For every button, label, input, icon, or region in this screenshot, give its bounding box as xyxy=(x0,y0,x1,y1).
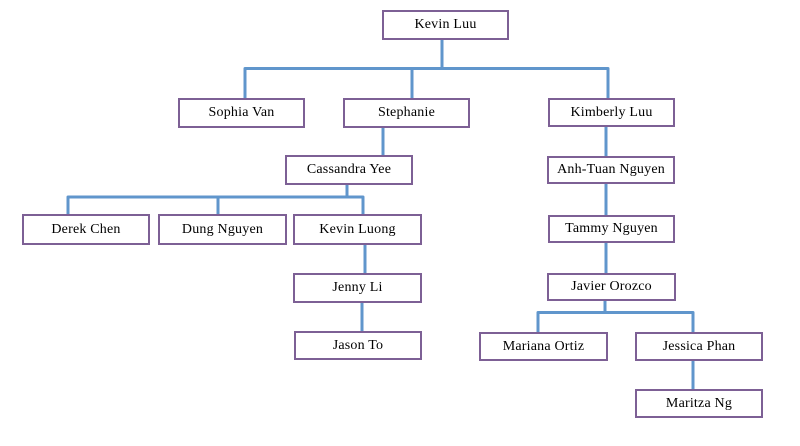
node-label: Javier Orozco xyxy=(571,279,652,294)
node-label: Kevin Luong xyxy=(319,221,396,237)
node-maritza-ng: Maritza Ng xyxy=(635,389,763,418)
node-sophia-van: Sophia Van xyxy=(178,98,305,128)
node-label: Jenny Li xyxy=(332,280,383,295)
node-label: Maritza Ng xyxy=(665,395,733,411)
node-label: Tammy Nguyen xyxy=(565,221,658,236)
node-kevin-luu: Kevin Luu xyxy=(382,10,509,40)
connector-line xyxy=(243,67,610,98)
node-label: Kimberly Luu xyxy=(570,104,653,120)
node-label: Anh-Tuan Nguyen xyxy=(557,162,665,177)
node-label: Cassandra Yee xyxy=(306,162,392,177)
connector-line xyxy=(66,195,365,214)
node-jenny-li: Jenny Li xyxy=(293,273,422,303)
node-derek-chen: Derek Chen xyxy=(22,214,150,245)
node-label: Jessica Phan xyxy=(662,338,736,354)
node-label: Mariana Ortiz xyxy=(502,338,585,354)
node-mariana-ortiz: Mariana Ortiz xyxy=(479,332,608,361)
node-cassandra-yee: Cassandra Yee xyxy=(285,155,413,185)
node-kimberly-luu: Kimberly Luu xyxy=(548,98,675,127)
node-label: Derek Chen xyxy=(51,221,121,237)
node-anh-tuan-nguyen: Anh-Tuan Nguyen xyxy=(547,156,675,184)
node-label: Jason To xyxy=(332,337,384,353)
node-jessica-phan: Jessica Phan xyxy=(635,332,763,361)
connector-line xyxy=(536,311,695,332)
node-dung-nguyen: Dung Nguyen xyxy=(158,214,287,245)
node-javier-orozco: Javier Orozco xyxy=(547,273,676,301)
node-kevin-luong: Kevin Luong xyxy=(293,214,422,245)
node-label: Sophia Van xyxy=(208,105,275,120)
node-jason-to: Jason To xyxy=(294,331,422,360)
node-tammy-nguyen: Tammy Nguyen xyxy=(548,215,675,243)
node-stephanie: Stephanie xyxy=(343,98,470,128)
node-label: Dung Nguyen xyxy=(181,221,264,237)
node-label: Stephanie xyxy=(377,105,435,120)
node-label: Kevin Luu xyxy=(414,17,477,32)
